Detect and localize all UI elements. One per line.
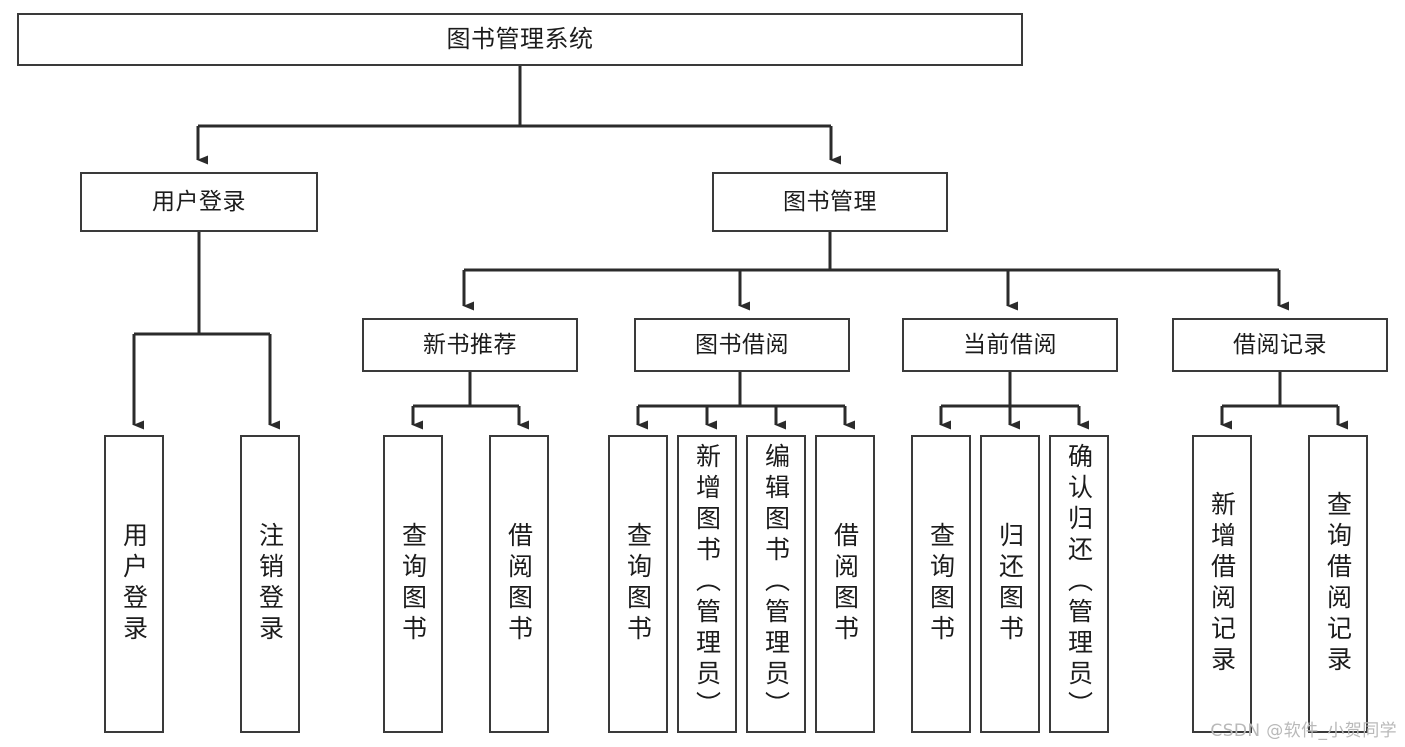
node-label: 查询借阅记录 [1323, 491, 1353, 677]
leaf-new-book-borrow-book[interactable]: 借阅图书 [489, 435, 549, 733]
node-label: 新书推荐 [423, 331, 517, 358]
node-current-borrow[interactable]: 当前借阅 [902, 318, 1118, 372]
node-new-book-recommend[interactable]: 新书推荐 [362, 318, 578, 372]
leaf-book-borrow-edit-book-admin[interactable]: 编辑图书（管理员） [746, 435, 806, 733]
node-label: 编辑图书（管理员） [761, 443, 791, 722]
leaf-user-login-login[interactable]: 用户登录 [104, 435, 164, 733]
node-root-system[interactable]: 图书管理系统 [17, 13, 1023, 66]
node-label: 新增借阅记录 [1207, 491, 1237, 677]
node-label: 借阅图书 [504, 522, 534, 646]
node-label: 新增图书（管理员） [692, 443, 722, 722]
leaf-current-borrow-return-book[interactable]: 归还图书 [980, 435, 1040, 733]
leaf-borrow-record-query-record[interactable]: 查询借阅记录 [1308, 435, 1368, 733]
node-label: 注销登录 [255, 522, 285, 646]
node-label: 借阅图书 [830, 522, 860, 646]
watermark-text: CSDN @软件_小贺同学 [1210, 721, 1397, 741]
node-label: 借阅记录 [1233, 331, 1327, 358]
node-label: 图书管理 [783, 188, 877, 215]
node-book-management[interactable]: 图书管理 [712, 172, 948, 232]
leaf-user-login-logout[interactable]: 注销登录 [240, 435, 300, 733]
leaf-current-borrow-query-book[interactable]: 查询图书 [911, 435, 971, 733]
node-label: 用户登录 [152, 188, 246, 215]
node-book-borrow[interactable]: 图书借阅 [634, 318, 850, 372]
leaf-book-borrow-add-book-admin[interactable]: 新增图书（管理员） [677, 435, 737, 733]
node-label: 当前借阅 [963, 331, 1057, 358]
leaf-book-borrow-borrow-book[interactable]: 借阅图书 [815, 435, 875, 733]
node-user-login[interactable]: 用户登录 [80, 172, 318, 232]
node-label: 用户登录 [119, 522, 149, 646]
node-label: 归还图书 [995, 522, 1025, 646]
node-label: 查询图书 [623, 522, 653, 646]
node-label: 图书借阅 [695, 331, 789, 358]
node-borrow-record[interactable]: 借阅记录 [1172, 318, 1388, 372]
leaf-borrow-record-add-record[interactable]: 新增借阅记录 [1192, 435, 1252, 733]
leaf-current-borrow-confirm-return-admin[interactable]: 确认归还（管理员） [1049, 435, 1109, 733]
node-label: 查询图书 [926, 522, 956, 646]
leaf-new-book-query-book[interactable]: 查询图书 [383, 435, 443, 733]
node-label: 查询图书 [398, 522, 428, 646]
leaf-book-borrow-query-book[interactable]: 查询图书 [608, 435, 668, 733]
node-label: 图书管理系统 [446, 24, 594, 53]
node-label: 确认归还（管理员） [1064, 443, 1094, 722]
